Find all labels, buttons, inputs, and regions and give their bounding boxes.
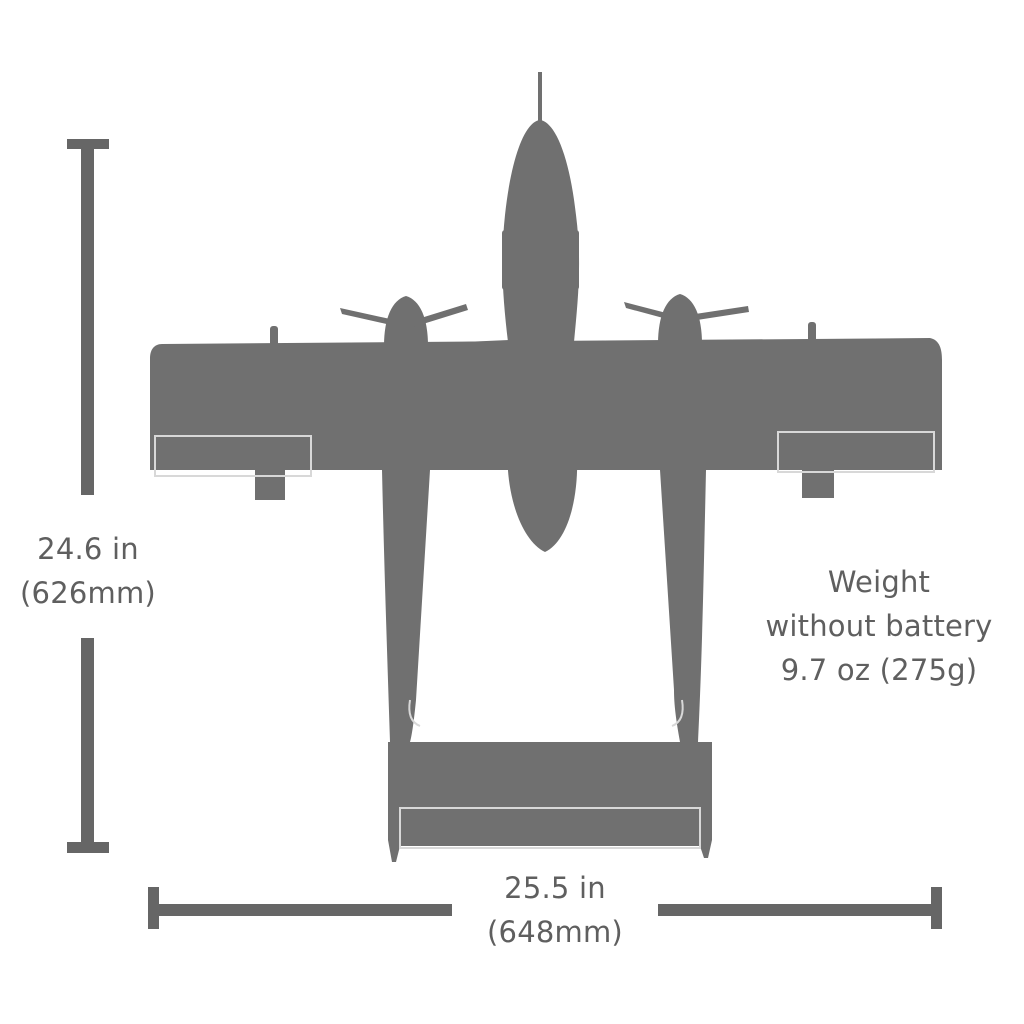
height-millimeters: (626mm) bbox=[20, 576, 156, 610]
weight-value: 9.7 oz (275g) bbox=[780, 653, 978, 687]
fuselage-fairing-left bbox=[502, 230, 510, 290]
width-dimension-bar bbox=[148, 887, 942, 929]
left-boom-detail bbox=[408, 699, 421, 727]
aircraft-silhouette-icon bbox=[150, 72, 942, 862]
right-boom-detail bbox=[671, 699, 684, 727]
width-bar-right-cap bbox=[931, 887, 942, 929]
fuselage-fairing-right bbox=[571, 230, 579, 290]
width-bar-right-segment bbox=[658, 904, 942, 916]
width-dimension-label: 25.5 in (648mm) bbox=[452, 866, 658, 954]
left-underwing-pod bbox=[255, 470, 285, 500]
control-surface-outlines bbox=[154, 431, 935, 849]
left-propeller-blade-a bbox=[340, 308, 404, 328]
width-millimeters: (648mm) bbox=[487, 915, 623, 949]
height-dimension-bar bbox=[67, 139, 109, 853]
nose-antenna bbox=[538, 72, 542, 132]
height-bar-bottom-cap bbox=[67, 842, 109, 853]
left-motor-nacelle bbox=[384, 296, 428, 346]
forward-fuselage bbox=[502, 120, 580, 342]
right-tail-boom bbox=[660, 470, 706, 742]
right-propeller-blade-b bbox=[682, 306, 749, 322]
right-aileron-outline bbox=[777, 431, 935, 473]
right-wing-antenna bbox=[808, 322, 816, 342]
width-bar-left-segment bbox=[148, 904, 452, 916]
height-bar-lower-segment bbox=[81, 638, 94, 852]
height-dimension-label: 24.6 in (626mm) bbox=[0, 527, 176, 615]
height-bar-upper-segment bbox=[81, 139, 94, 495]
right-motor-nacelle bbox=[658, 294, 702, 344]
wing-root-left bbox=[372, 340, 510, 352]
weight-subtitle: without battery bbox=[765, 609, 993, 643]
elevator-outline bbox=[399, 807, 701, 849]
left-tail-boom bbox=[382, 470, 430, 742]
width-inches: 25.5 in bbox=[504, 871, 606, 905]
weight-label: Weight without battery 9.7 oz (275g) bbox=[748, 560, 1010, 692]
height-inches: 24.6 in bbox=[37, 532, 139, 566]
main-wing bbox=[150, 338, 942, 470]
left-wing-antenna bbox=[270, 326, 278, 346]
weight-title: Weight bbox=[827, 565, 931, 599]
right-underwing-pod bbox=[802, 470, 834, 498]
horizontal-stabilizer bbox=[388, 742, 712, 862]
left-aileron-outline bbox=[154, 435, 312, 477]
left-propeller-blade-b bbox=[408, 304, 468, 328]
right-propeller-blade-a bbox=[624, 302, 678, 322]
